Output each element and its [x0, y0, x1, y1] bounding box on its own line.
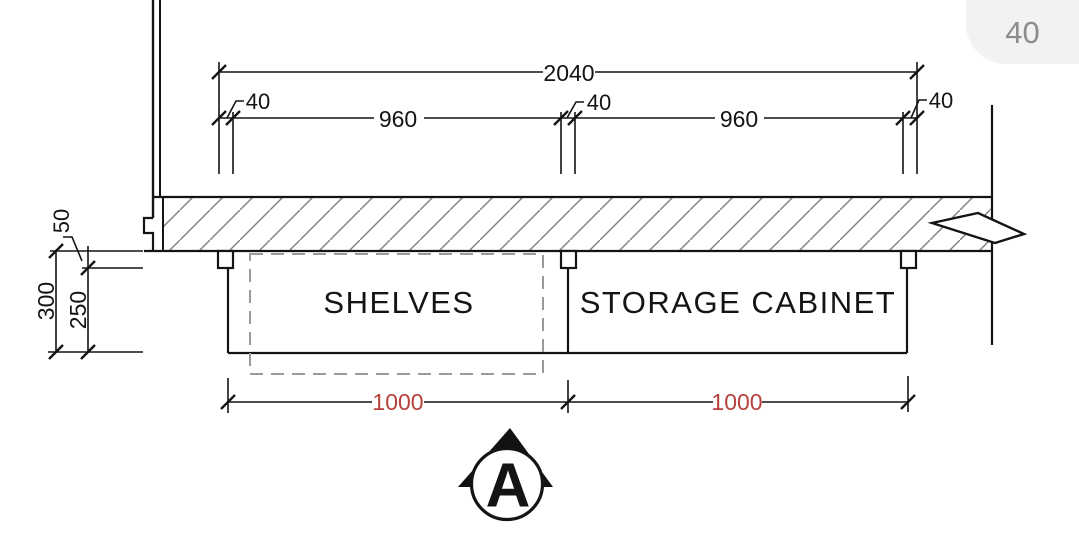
dim-total-width: 2040: [543, 60, 594, 86]
page-number-badge: 40: [966, 0, 1079, 64]
dim-bay2-spacing: 1000: [711, 389, 762, 415]
storage-cabinet-label: STORAGE CABINET: [580, 285, 897, 320]
shelves-label: SHELVES: [323, 285, 474, 320]
dim-bay1-spacing: 1000: [372, 389, 423, 415]
break-symbol: [927, 211, 1028, 245]
dim-cabinet-height: 250: [65, 291, 91, 329]
left-wall: [142, 0, 161, 251]
shelves-dashed-extent: [249, 253, 544, 375]
top-dimensions: [211, 62, 927, 174]
dim-offset-left: 40: [246, 89, 270, 114]
dim-bay1-width: 960: [379, 106, 417, 132]
dim-overall-height: 300: [33, 282, 59, 320]
dim-offset-right: 40: [929, 88, 953, 113]
left-dimensions: [48, 236, 143, 360]
dim-bay2-width: 960: [720, 106, 758, 132]
section-marker-letter: A: [486, 451, 531, 520]
dim-slab-gap: 50: [49, 209, 74, 233]
bottom-dimensions: [220, 376, 916, 413]
dim-offset-middle: 40: [587, 90, 611, 115]
page-number: 40: [1005, 14, 1040, 50]
section-marker: A: [458, 428, 553, 522]
cabinet-outlines: [226, 268, 909, 355]
countertop-slab: [144, 195, 991, 253]
